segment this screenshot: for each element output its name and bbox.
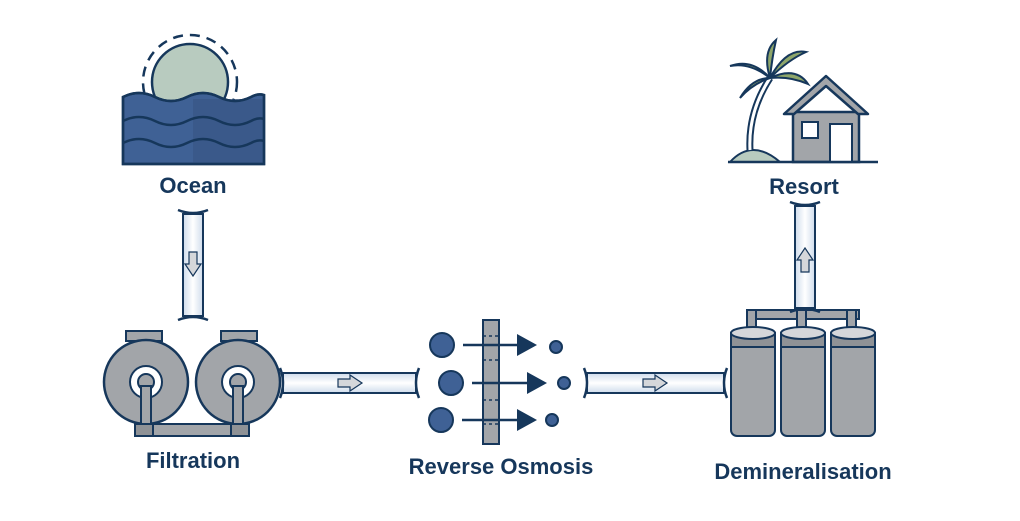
pipe-demin-to-resort	[789, 200, 821, 314]
label-demineralisation: Demineralisation	[714, 459, 892, 484]
label-ocean: Ocean	[159, 173, 227, 198]
large-molecule-1	[429, 332, 455, 358]
large-molecule-2	[438, 370, 464, 396]
flow-down-arrow-icon	[183, 251, 203, 278]
pipe-ocean-to-filtration	[177, 208, 209, 322]
label-reverse-osmosis: Reverse Osmosis	[408, 454, 594, 479]
pipe-ro-to-demin	[582, 367, 729, 399]
resort-icon	[727, 37, 878, 164]
pipe-filtration-to-ro	[278, 367, 421, 399]
small-molecule-1	[549, 340, 563, 354]
ro-arrow-1-icon	[517, 334, 537, 356]
reverse-osmosis-icon	[428, 319, 571, 445]
small-molecule-3	[545, 413, 559, 427]
ocean-icon	[121, 33, 266, 166]
small-molecule-2	[557, 376, 571, 390]
label-resort: Resort	[769, 174, 839, 199]
palm-tree-icon	[729, 37, 811, 99]
large-molecule-3	[428, 407, 454, 433]
flow-right-arrow-icon	[337, 373, 364, 393]
ro-arrow-3-icon	[517, 409, 537, 431]
house-icon	[782, 74, 870, 164]
flow-up-arrow-icon	[795, 246, 815, 273]
demineralisation-tanks-icon	[730, 309, 876, 437]
ro-arrow-2-icon	[527, 372, 547, 394]
flow-right-arrow-icon	[642, 373, 669, 393]
label-filtration: Filtration	[145, 448, 241, 473]
filtration-pumps-icon	[102, 330, 282, 437]
